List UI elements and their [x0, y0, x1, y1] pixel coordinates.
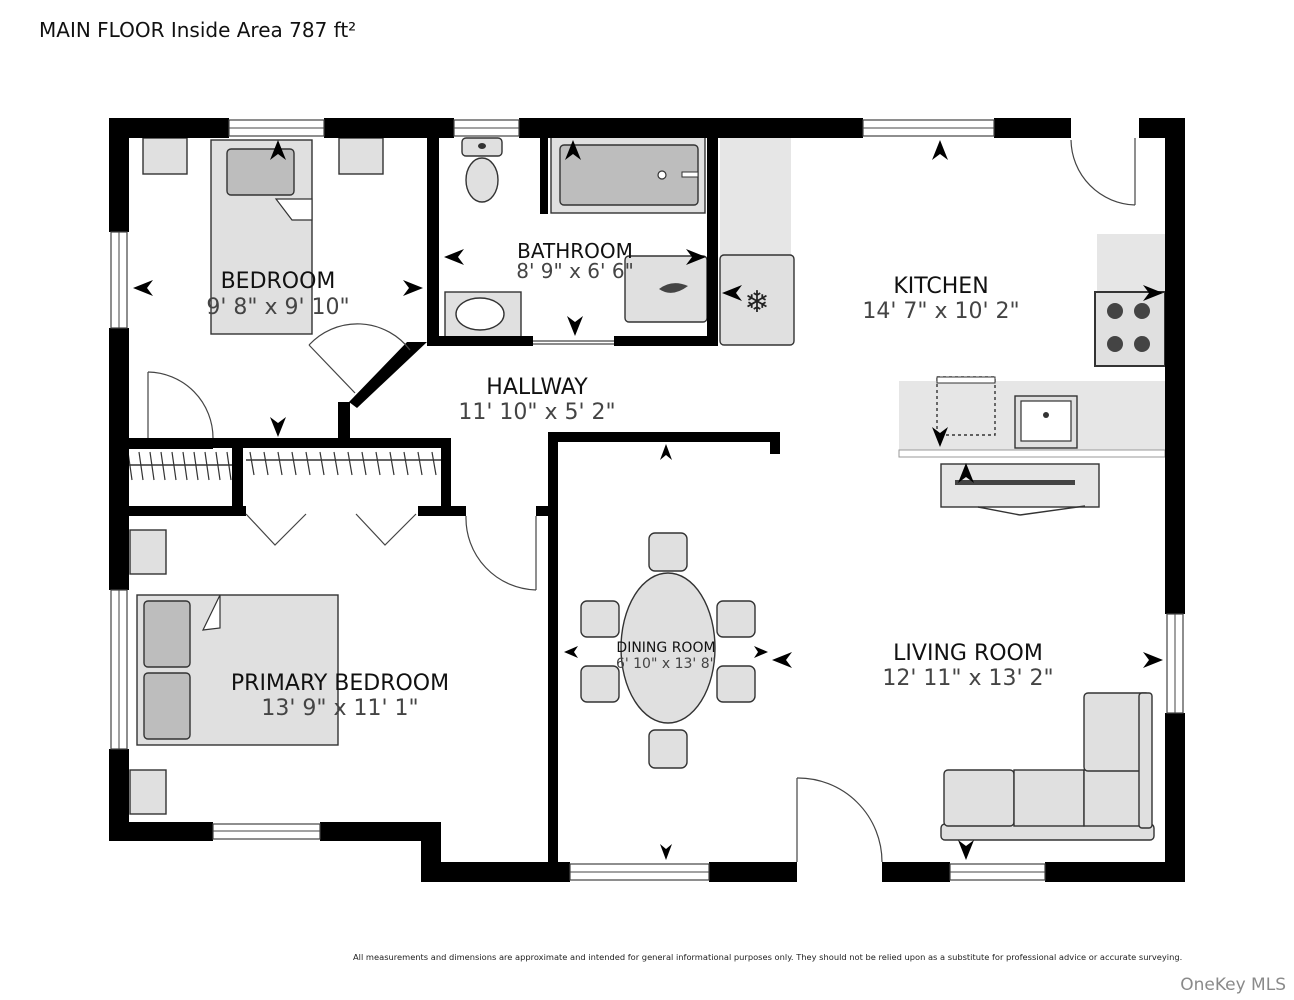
hanger [347, 451, 353, 476]
toilet [461, 137, 503, 203]
walls [109, 118, 1185, 882]
nightstand [338, 137, 384, 175]
hanger [249, 451, 255, 476]
dining-table [620, 572, 716, 724]
room-dimensions: 9' 8" x 9' 10" [206, 295, 349, 320]
room-name: HALLWAY [486, 375, 588, 400]
hanger [403, 451, 409, 476]
closet-hangers [127, 451, 437, 481]
kitchen-counter [720, 137, 791, 257]
hanger [277, 451, 283, 476]
room-name: KITCHEN [893, 274, 988, 299]
room-dimensions: 12' 11" x 13' 2" [882, 666, 1053, 691]
room-primary-bedroom: PRIMARY BEDROOM 13' 9" x 11' 1" [231, 671, 449, 721]
room-dimensions: 11' 10" x 5' 2" [458, 400, 615, 425]
room-bathroom: BATHROOM 8' 9" x 6' 6" [516, 239, 634, 283]
room-dimensions: 8' 9" x 6' 6" [516, 259, 634, 283]
hanger [305, 451, 311, 476]
hanger [361, 451, 367, 476]
hanger [389, 451, 395, 476]
bed [136, 594, 339, 746]
room-name: BEDROOM [221, 269, 336, 294]
hanger [182, 451, 188, 481]
hanger [149, 451, 155, 481]
nightstand [142, 137, 188, 175]
counter-edge [898, 449, 1166, 458]
hanger [138, 451, 144, 481]
room-name: LIVING ROOM [893, 641, 1043, 666]
windows [110, 119, 1184, 881]
room-dimensions: 14' 7" x 10' 2" [862, 299, 1019, 324]
brand-logo: OneKey MLS [1180, 975, 1286, 995]
nightstand [129, 769, 167, 815]
room-name: PRIMARY BEDROOM [231, 671, 449, 696]
room-name: BATHROOM [517, 239, 633, 263]
hanger [431, 451, 437, 476]
hanger [319, 451, 325, 476]
room-kitchen: KITCHEN 14' 7" x 10' 2" [862, 274, 1019, 324]
floor-title: MAIN FLOOR Inside Area 787 ft² [39, 18, 357, 42]
hanger [160, 451, 166, 481]
kitchen-sink [1014, 395, 1078, 449]
bed [210, 139, 313, 335]
disclaimer-text: All measurements and dimensions are appr… [353, 952, 1183, 962]
hanger [417, 451, 423, 476]
closet-rod [124, 459, 441, 466]
svg-text:❄: ❄ [744, 285, 769, 320]
bathtub [550, 136, 706, 214]
hanger [215, 451, 221, 481]
sofa [940, 692, 1155, 841]
hanger [193, 451, 199, 481]
stove [1094, 291, 1166, 367]
room-name: DINING ROOM [616, 640, 715, 656]
hanger [375, 451, 381, 476]
bathroom-sink [444, 291, 522, 339]
hanger [291, 451, 297, 476]
refrigerator: ❄ [719, 254, 795, 346]
hanger [333, 451, 339, 476]
water-heater [624, 255, 708, 323]
room-living-room: LIVING ROOM 12' 11" x 13' 2" [882, 641, 1053, 691]
hanger [171, 451, 177, 481]
hanger [263, 451, 269, 476]
nightstand [129, 529, 167, 575]
doors [147, 138, 1136, 863]
room-dimensions: 6' 10" x 13' 8" [616, 656, 716, 672]
hanger [204, 451, 210, 481]
room-dining-room: DINING ROOM 6' 10" x 13' 8" [616, 640, 716, 672]
room-hallway: HALLWAY 11' 10" x 5' 2" [458, 375, 615, 425]
hanger [226, 451, 232, 481]
dining-chairs [580, 532, 756, 769]
room-dimensions: 13' 9" x 11' 1" [261, 696, 418, 721]
room-bedroom: BEDROOM 9' 8" x 9' 10" [206, 269, 349, 320]
dishwasher [936, 376, 996, 436]
direction-arrows [133, 140, 1163, 860]
